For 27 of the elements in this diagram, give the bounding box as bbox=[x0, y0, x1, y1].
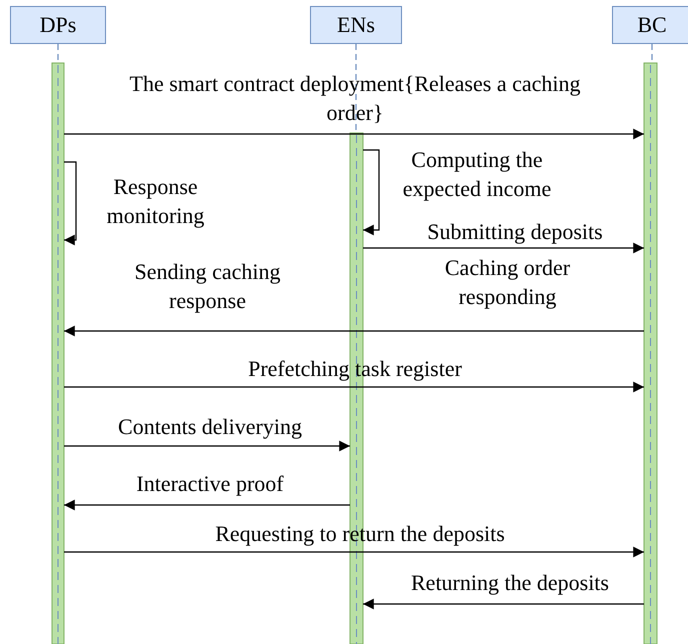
participant-box: ENs bbox=[310, 6, 402, 44]
self-message-arrow bbox=[363, 149, 380, 236]
lifeline bbox=[57, 44, 59, 63]
message-arrow bbox=[64, 440, 350, 452]
participant-box: DPs bbox=[10, 6, 106, 44]
message-arrow bbox=[64, 326, 644, 336]
message-arrow bbox=[363, 242, 644, 254]
lifeline bbox=[355, 44, 357, 133]
message-arrow bbox=[64, 546, 644, 558]
message-arrow bbox=[64, 382, 644, 392]
self-message-arrow bbox=[64, 161, 77, 246]
message-label: Caching order responding bbox=[444, 254, 572, 311]
message-label: Interactive proof bbox=[135, 470, 285, 498]
message-arrow bbox=[64, 128, 644, 140]
message-arrow bbox=[363, 598, 644, 610]
participant-box: BC bbox=[612, 6, 688, 44]
activation-bar bbox=[52, 62, 64, 644]
message-label: The smart contract deployment{Releases a caching order} bbox=[128, 70, 582, 127]
message-label: Submitting deposits bbox=[426, 218, 604, 246]
message-arrow bbox=[64, 500, 350, 510]
activation-bar bbox=[644, 62, 658, 644]
lifeline bbox=[651, 44, 653, 63]
message-label: Sending caching response bbox=[133, 258, 282, 315]
message-label: Contents deliverying bbox=[117, 413, 303, 441]
message-label: Response monitoring bbox=[106, 173, 206, 230]
message-label: Computing the expected income bbox=[402, 146, 552, 203]
message-label: Returning the deposits bbox=[410, 569, 610, 597]
